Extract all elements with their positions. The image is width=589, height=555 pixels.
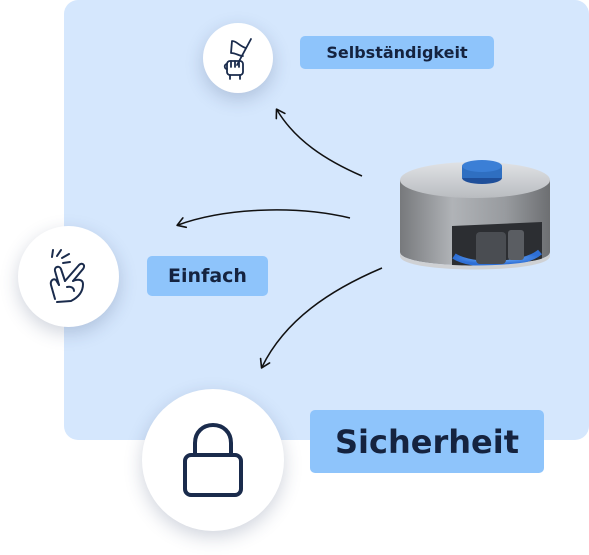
sicherheit-label: Sicherheit	[310, 410, 544, 473]
selbstaendigkeit-label: Selbständigkeit	[300, 36, 494, 69]
padlock-icon	[183, 423, 243, 497]
selbstaendigkeit-icon-circle	[203, 23, 273, 93]
einfach-label: Einfach	[147, 256, 268, 296]
snapping-fingers-hand-icon	[49, 248, 85, 303]
sicherheit-icon-circle	[142, 389, 284, 531]
einfach-icon-circle	[18, 226, 119, 327]
raised-fist-flag-icon	[223, 38, 252, 80]
device-product-image	[400, 160, 550, 270]
